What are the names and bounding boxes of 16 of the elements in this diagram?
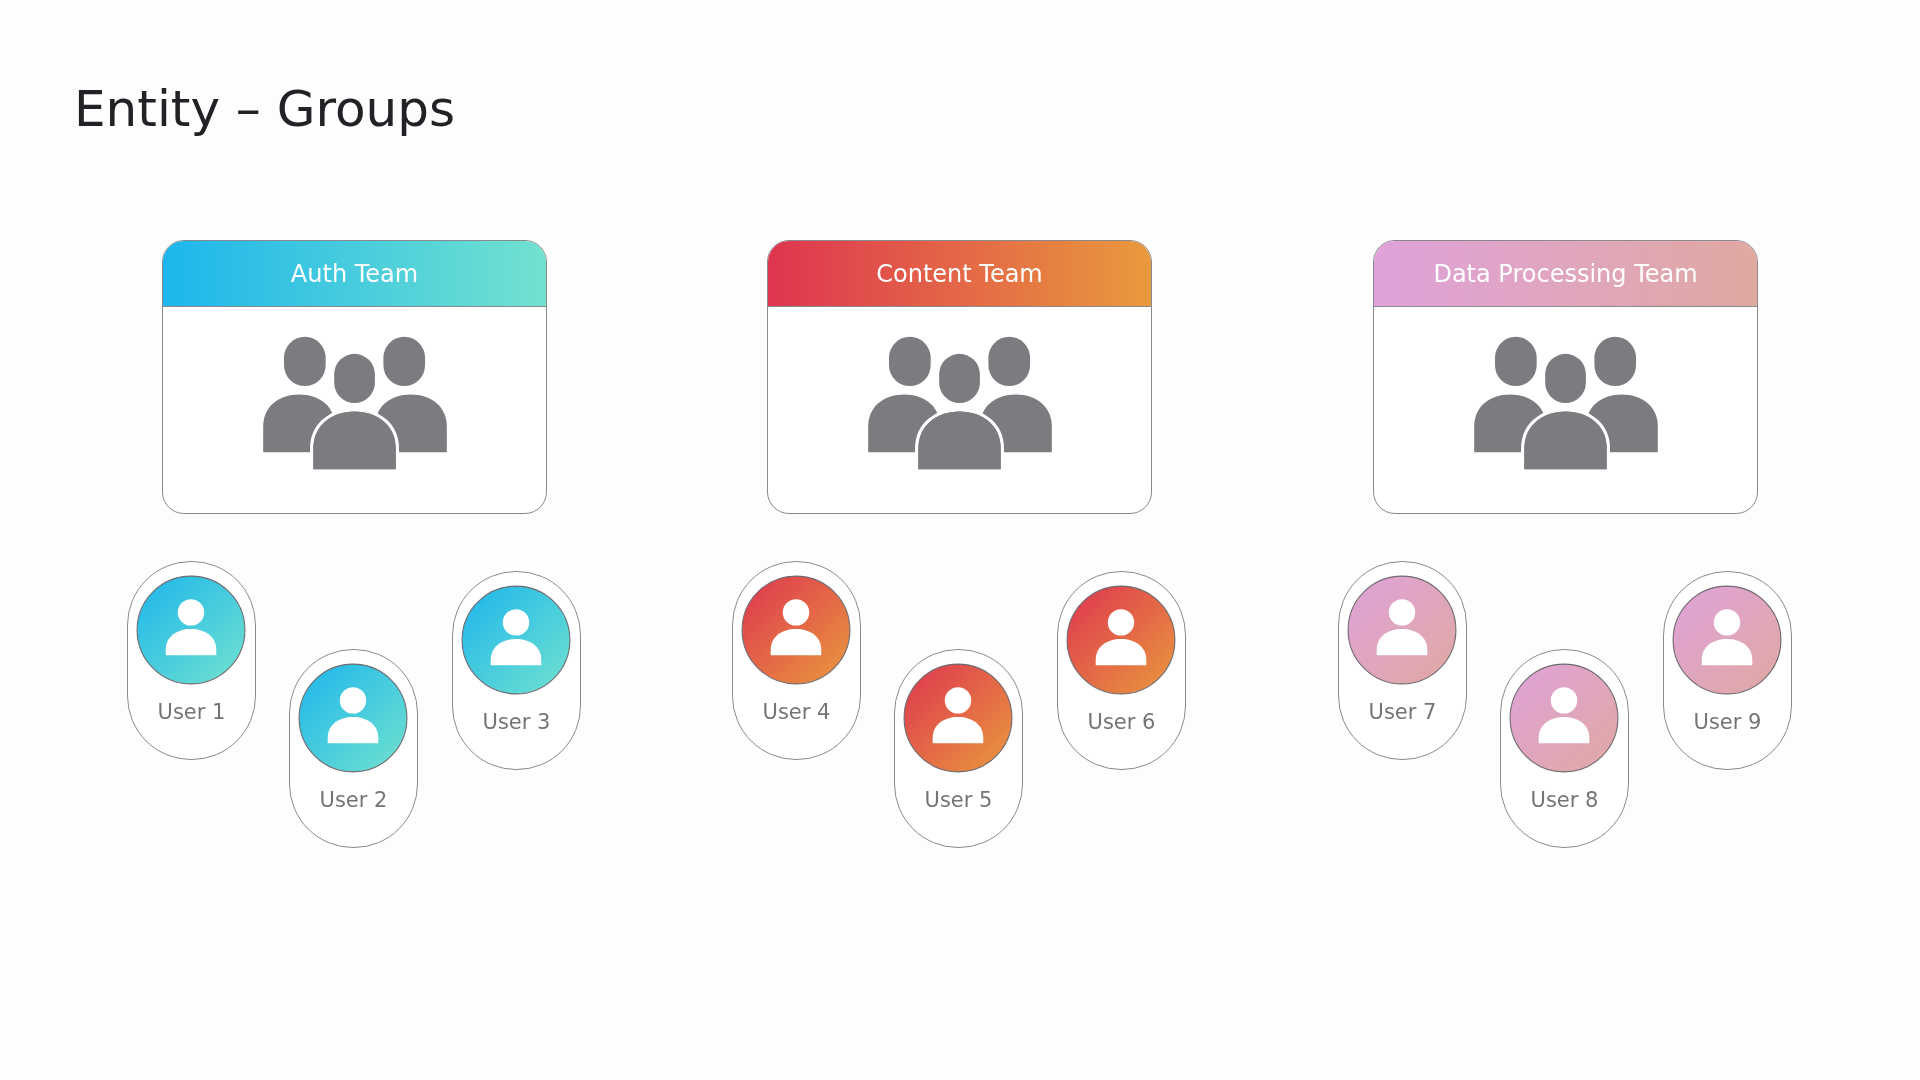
user-name: User 8 xyxy=(1530,788,1599,812)
user-name: User 3 xyxy=(482,710,551,734)
slide-title: Entity – Groups xyxy=(74,82,456,137)
user-name: User 6 xyxy=(1087,710,1156,734)
team-card xyxy=(162,240,547,514)
user-name: User 5 xyxy=(924,788,993,812)
team-name: Auth Team xyxy=(290,259,419,288)
user-name: User 1 xyxy=(157,700,226,724)
team-name: Data Processing Team xyxy=(1433,259,1698,288)
team-card xyxy=(767,240,1152,514)
user-name: User 9 xyxy=(1693,710,1762,734)
user-name: User 7 xyxy=(1368,700,1437,724)
user-name: User 2 xyxy=(319,788,388,812)
team-name: Content Team xyxy=(876,259,1043,288)
user-name: User 4 xyxy=(762,700,831,724)
team-card xyxy=(1373,240,1758,514)
